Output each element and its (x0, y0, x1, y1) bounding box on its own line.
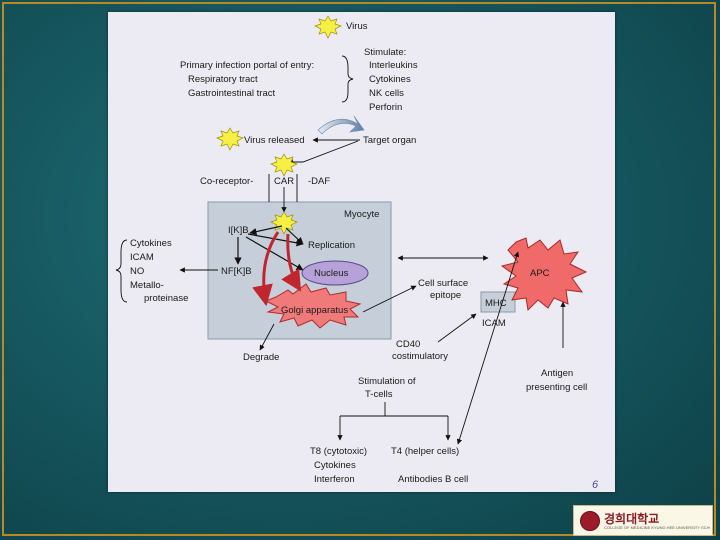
antibodies-label: Antibodies B cell (398, 474, 468, 485)
ikb-label: I[K]B (228, 225, 249, 236)
virus-icon (314, 15, 342, 39)
nucleus (301, 260, 369, 286)
virus-released-icon (216, 127, 244, 151)
cytokines-label-bottom: Cytokines (314, 460, 356, 471)
university-subtitle: COLLEGE OF MEDICINE KYUNG HEE UNIVERSITY… (604, 525, 710, 530)
brace-right (341, 55, 354, 103)
interleukins-label: Interleukins (369, 60, 418, 71)
co-receptor-label: Co-receptor- (200, 176, 253, 187)
curved-arrow (317, 115, 365, 135)
icam-label-right: ICAM (482, 318, 506, 329)
viral-myocarditis-diagram: Virus Primary infection portal of entry:… (115, 15, 599, 491)
replication-label: Replication (308, 240, 355, 251)
interferon-label: Interferon (314, 474, 355, 485)
university-name: 경희대학교 (604, 512, 660, 526)
cd40-label: CD40 (396, 339, 420, 350)
primary-infection-label: Primary infection portal of entry: (180, 60, 314, 71)
nfkb-label: NF[K]B (221, 266, 252, 277)
brace-left (115, 239, 128, 303)
antigen-label: Antigen (541, 368, 573, 379)
myocyte-label: Myocyte (344, 209, 379, 220)
metallo-label: Metallo- (130, 280, 164, 291)
apc-label: APC (530, 268, 550, 279)
t4-label: T4 (helper cells) (391, 446, 459, 457)
degrade-label: Degrade (243, 352, 279, 363)
respiratory-tract-label: Respiratory tract (188, 74, 258, 85)
costimulatory-label: costimulatory (392, 351, 448, 362)
university-logo: 경희대학교 COLLEGE OF MEDICINE KYUNG HEE UNIV… (573, 505, 713, 536)
virus-inside-icon (270, 211, 298, 235)
no-label: NO (130, 266, 144, 277)
target-organ-label: Target organ (363, 135, 416, 146)
page-mark: 6 (592, 479, 599, 491)
t-cells-label: T-cells (365, 389, 393, 400)
stimulate-label: Stimulate: (364, 47, 406, 58)
icam-label-left: ICAM (130, 252, 154, 263)
university-seal-icon (580, 511, 600, 531)
perforin-label: Perforin (369, 102, 402, 113)
virus-receptor-icon (270, 153, 298, 177)
virus-released-label: Virus released (244, 135, 305, 146)
golgi-label: Golgi apparatus (281, 305, 348, 316)
cytokines-label-left: Cytokines (130, 238, 172, 249)
nucleus-label: Nucleus (314, 268, 349, 279)
daf-label: -DAF (308, 176, 330, 187)
virus-label: Virus (346, 21, 368, 32)
cell-surface-label: Cell surface (418, 278, 468, 289)
gastrointestinal-tract-label: Gastrointestinal tract (188, 88, 275, 99)
epitope-label: epitope (430, 290, 461, 301)
t8-label: T8 (cytotoxic) (310, 446, 367, 457)
nk-cells-label: NK cells (369, 88, 404, 99)
golgi-apparatus (264, 283, 362, 329)
stimulation-of-label: Stimulation of (358, 376, 416, 387)
cytokines-label-right: Cytokines (369, 74, 411, 85)
proteinase-label: proteinase (144, 293, 188, 304)
car-label: CAR (274, 176, 294, 187)
presenting-cell-label: presenting cell (526, 382, 587, 393)
diagram-panel: Virus Primary infection portal of entry:… (108, 12, 615, 492)
